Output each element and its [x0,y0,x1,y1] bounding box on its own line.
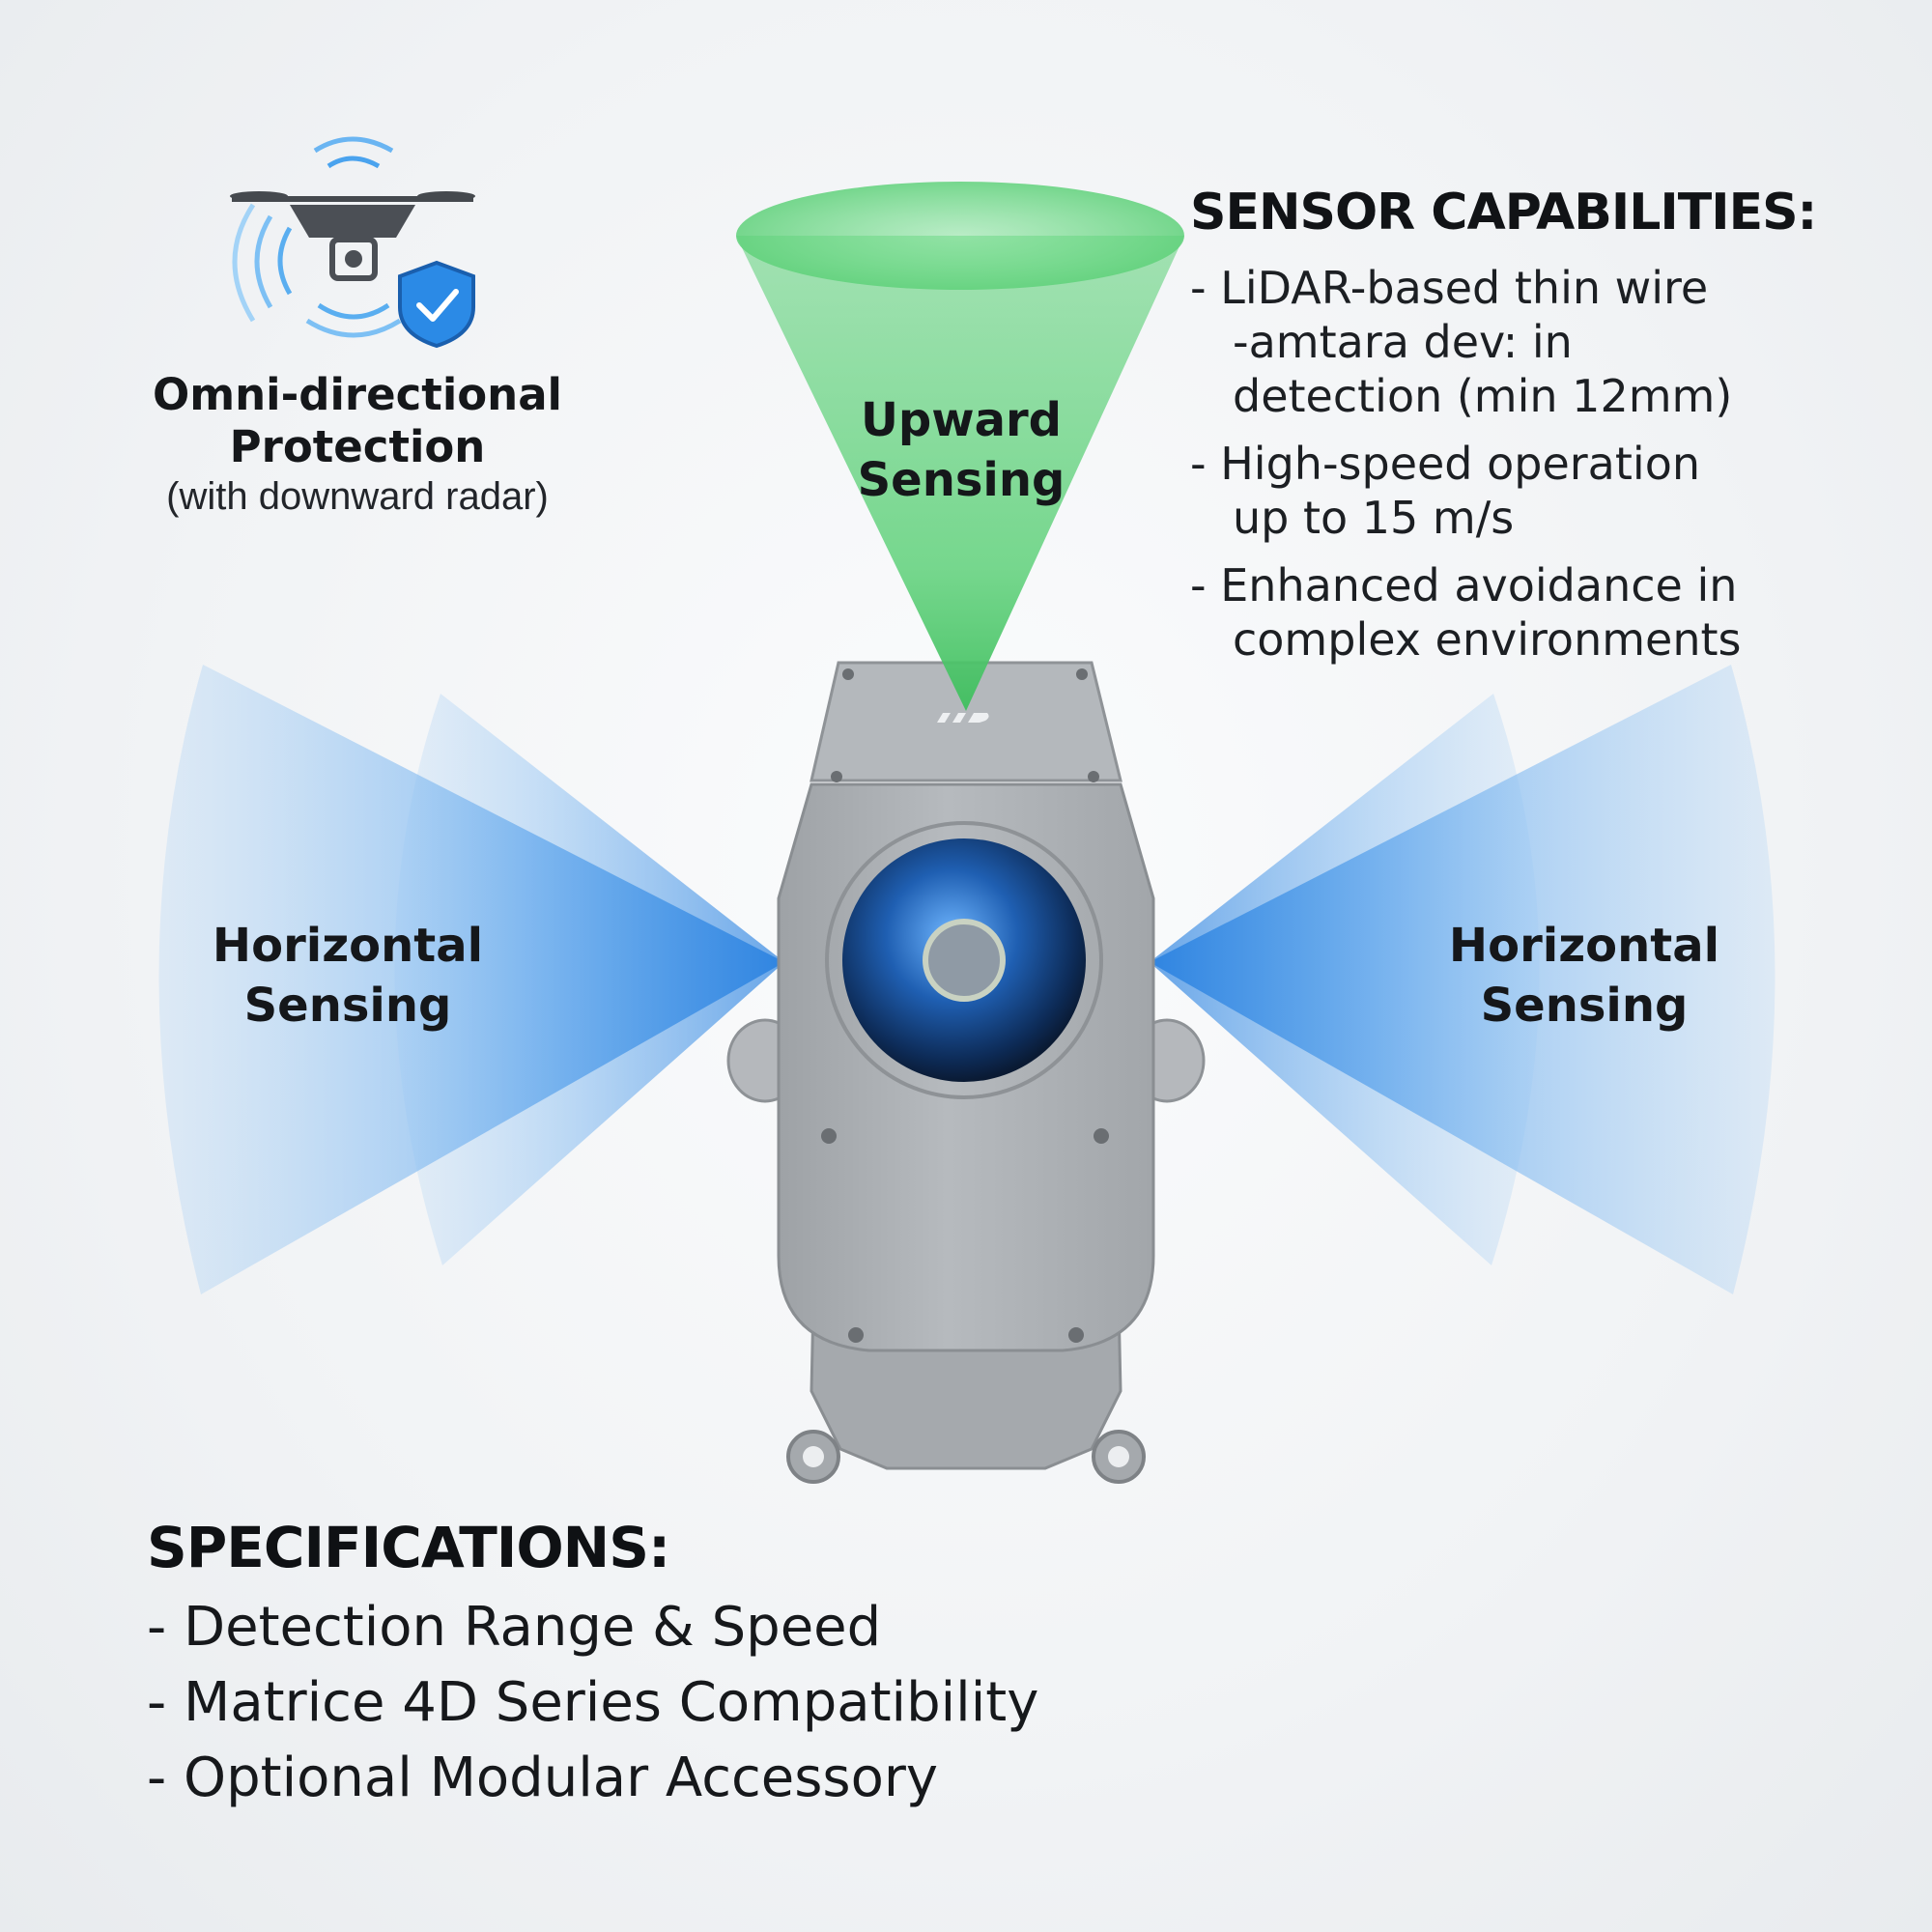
specifications-title: SPECIFICATIONS: [147,1515,670,1580]
specifications: SPECIFICATIONS: - Detection Range & Spee… [147,1515,1209,1816]
signal-waves-icon [232,203,402,338]
specification-item: - Matrice 4D Series Compatibility [147,1671,1039,1734]
sensor-device [726,661,1206,1484]
specification-item: - Optional Modular Accessory [147,1747,939,1809]
upward-sensing-cone [736,182,1184,711]
shield-check-icon [398,260,475,349]
capability-item: - LiDAR-based thin wire -amtara dev: in … [1190,262,1733,422]
protection-title: Omni-directional Protection [153,369,562,472]
specifications-list: - Detection Range & Speed - Matrice 4D S… [147,1590,1209,1816]
left-horizontal-beam [158,665,784,1294]
dji-logo [937,713,989,723]
horizontal-sensing-right-label: Horizontal Sensing [1448,919,1720,1033]
right-horizontal-beam [1150,665,1776,1294]
capability-item: - High-speed operation up to 15 m/s [1190,438,1700,544]
sensor-capabilities: SENSOR CAPABILITIES: - LiDAR-based thin … [1190,184,1924,680]
capability-item: - Enhanced avoidance in complex environm… [1190,559,1742,666]
drone-icon [230,136,475,281]
upward-sensing-label: Upward Sensing [857,393,1065,507]
specification-item: - Detection Range & Speed [147,1596,882,1659]
protection-subtitle: (with downward radar) [166,475,549,518]
capabilities-list: - LiDAR-based thin wire -amtara dev: in … [1190,261,1924,667]
horizontal-sensing-left-label: Horizontal Sensing [212,919,484,1033]
capabilities-title: SENSOR CAPABILITIES: [1190,184,1817,242]
